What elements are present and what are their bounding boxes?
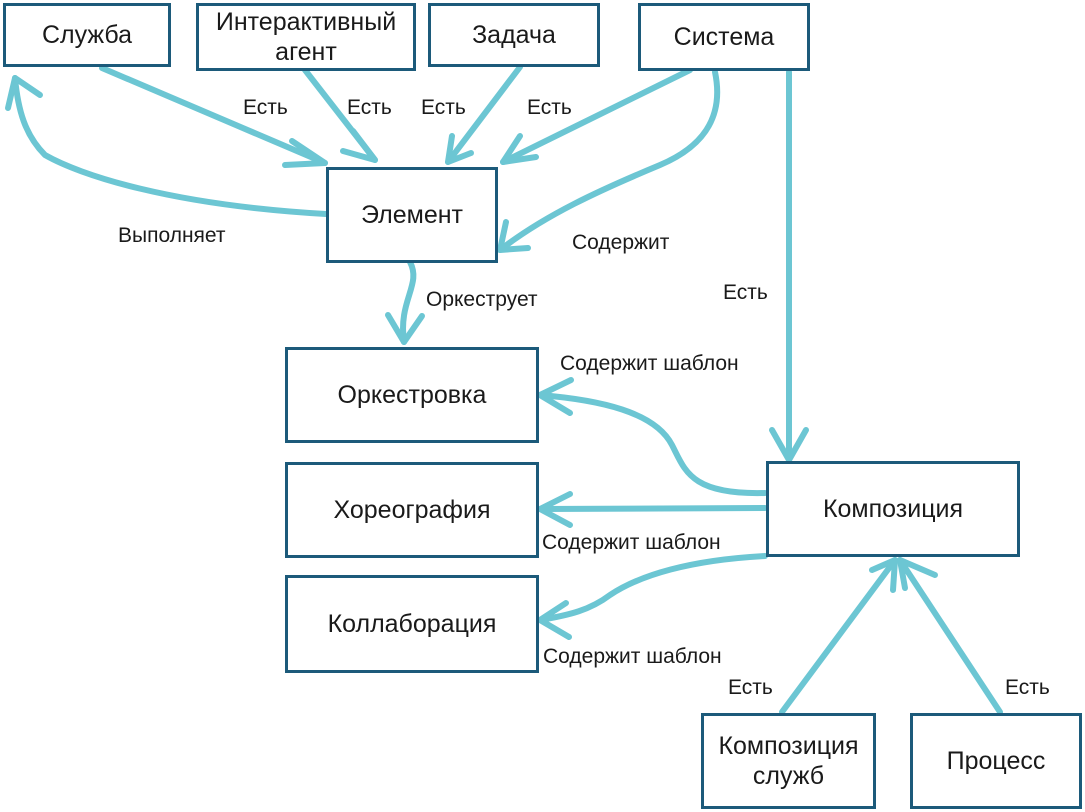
node-collaboration-label: Коллаборация bbox=[327, 610, 497, 638]
node-element-label: Элемент bbox=[361, 201, 463, 229]
node-service-composition-label: Композиция служб bbox=[718, 732, 859, 790]
arrowhead bbox=[340, 128, 378, 163]
arrowhead bbox=[869, 557, 898, 593]
edge-task-element bbox=[445, 64, 523, 165]
arrowhead bbox=[897, 557, 938, 591]
node-system-label: Система bbox=[673, 23, 775, 51]
arrowhead bbox=[497, 219, 531, 253]
node-choreography: Хореография bbox=[285, 462, 539, 558]
arrowhead bbox=[537, 377, 574, 416]
node-task-label: Задача bbox=[472, 21, 556, 49]
node-system: Система bbox=[638, 3, 810, 71]
node-agent: Интерактивный агент bbox=[196, 3, 416, 71]
edge-process-composition bbox=[897, 557, 1003, 715]
edge-label-task-is: Есть bbox=[421, 96, 466, 119]
edge-label-system-composition: Есть bbox=[723, 281, 768, 304]
edge-label-collab-template: Содержит шаблон bbox=[543, 645, 722, 668]
edge-label-svc-comp-is: Есть bbox=[728, 676, 773, 699]
edge-label-contains: Содержит bbox=[572, 231, 670, 254]
edge-label-service-is: Есть bbox=[243, 96, 288, 119]
edge-chor-template bbox=[537, 505, 768, 512]
edge-label-chor-template: Содержит шаблон bbox=[542, 531, 721, 554]
node-collaboration: Коллаборация bbox=[285, 575, 539, 673]
edge-orch-template bbox=[537, 392, 768, 497]
arrowhead bbox=[5, 75, 43, 111]
node-service: Служба bbox=[3, 3, 171, 67]
edge-orchestrates bbox=[400, 259, 417, 345]
edge-collab-template bbox=[537, 553, 768, 623]
edge-system-element bbox=[500, 67, 693, 165]
arrowhead bbox=[537, 600, 572, 640]
node-composition-label: Композиция bbox=[822, 495, 964, 523]
edge-label-process-is: Есть bbox=[1005, 676, 1050, 699]
node-process-label: Процесс bbox=[946, 747, 1046, 775]
node-composition: Композиция bbox=[766, 461, 1020, 557]
edge-label-orch-template: Содержит шаблон bbox=[560, 352, 739, 375]
node-service-label: Служба bbox=[41, 21, 133, 49]
node-element: Элемент bbox=[326, 167, 498, 263]
edge-label-system-is: Есть bbox=[527, 96, 572, 119]
arrowhead bbox=[769, 427, 809, 463]
node-process: Процесс bbox=[910, 713, 1082, 809]
arrowhead bbox=[445, 133, 474, 165]
edge-label-orchestrates: Оркеструет bbox=[426, 288, 538, 311]
edge-svc-comp-composition bbox=[779, 557, 898, 715]
node-choreography-label: Хореография bbox=[333, 496, 491, 524]
node-orchestration-label: Оркестровка bbox=[337, 381, 487, 409]
node-task: Задача bbox=[428, 3, 600, 67]
edge-performs bbox=[12, 75, 329, 217]
edge-label-agent-is: Есть bbox=[347, 96, 392, 119]
arrowhead bbox=[537, 491, 573, 528]
arrowhead bbox=[385, 312, 425, 345]
arrowhead bbox=[500, 133, 539, 165]
node-agent-label: Интерактивный агент bbox=[215, 8, 397, 66]
node-orchestration: Оркестровка bbox=[285, 347, 539, 443]
arrowhead bbox=[282, 138, 328, 168]
edge-label-performs: Выполняет bbox=[118, 224, 226, 247]
node-service-composition: Композиция служб bbox=[701, 713, 876, 809]
edge-contains bbox=[497, 69, 721, 253]
edge-service-element bbox=[99, 65, 328, 166]
